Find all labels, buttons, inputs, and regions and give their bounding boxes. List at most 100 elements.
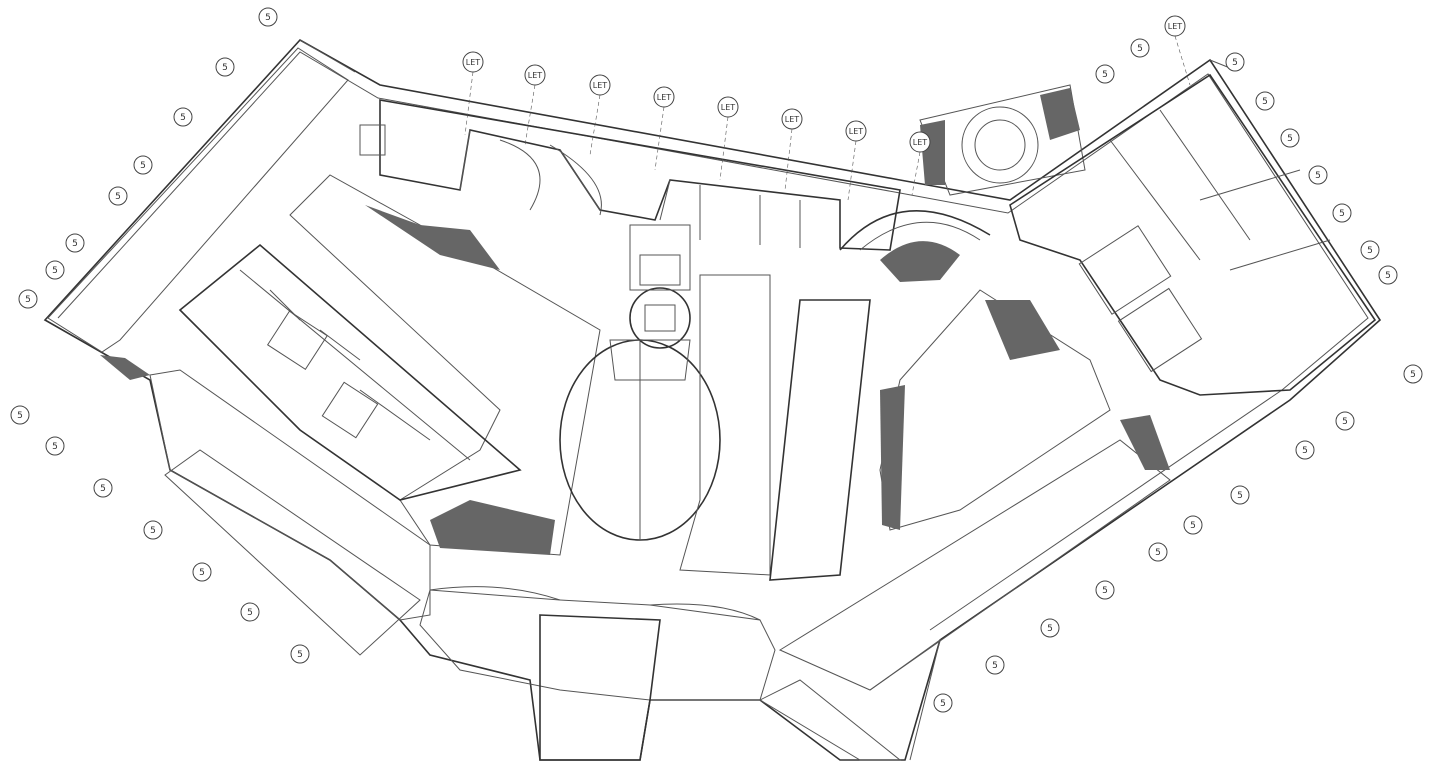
let-tag-label: LET <box>721 103 736 112</box>
level-marker: 5 <box>1095 580 1115 600</box>
level-marker: 5 <box>192 562 212 582</box>
northeast-entrance <box>839 210 991 282</box>
level-marker: 5 <box>1378 265 1398 285</box>
level-marker-label: 5 <box>265 13 271 23</box>
level-marker-label: 5 <box>17 411 23 421</box>
let-tag-label: LET <box>528 71 543 80</box>
south-entrance-plaza <box>419 586 902 761</box>
southeast-parking-strip <box>778 415 1171 761</box>
level-marker: 5 <box>290 644 310 664</box>
level-marker-label: 5 <box>100 484 106 494</box>
level-marker: 5 <box>1183 515 1203 535</box>
level-marker-label: 5 <box>992 661 998 671</box>
level-marker-label: 5 <box>247 608 253 618</box>
level-marker: 5 <box>133 155 153 175</box>
level-marker: 5 <box>258 7 278 27</box>
let-tag: LET <box>462 51 484 136</box>
east-parking-lot <box>879 289 1111 531</box>
let-tag-label: LET <box>849 127 864 136</box>
level-marker-label: 5 <box>25 295 31 305</box>
let-tag: LET <box>524 64 546 146</box>
level-marker: 5 <box>10 405 30 425</box>
let-tag: LET <box>653 86 675 171</box>
central-parking-block <box>289 174 601 556</box>
level-marker-label: 5 <box>1385 271 1391 281</box>
level-marker-label: 5 <box>1232 58 1238 68</box>
level-marker: 5 <box>1040 618 1060 638</box>
level-marker: 5 <box>173 107 193 127</box>
level-marker: 5 <box>1295 440 1315 460</box>
let-tags: LET LET LET LET LET LET <box>462 15 1191 201</box>
level-marker-label: 5 <box>1137 44 1143 54</box>
level-marker: 5 <box>1308 165 1328 185</box>
level-marker-label: 5 <box>1339 209 1345 219</box>
let-tag-label: LET <box>657 93 672 102</box>
level-marker: 5 <box>1095 64 1115 84</box>
level-marker-label: 5 <box>1047 624 1053 634</box>
level-marker: 5 <box>1148 542 1168 562</box>
west-parking-strip <box>47 47 349 380</box>
let-tag-label: LET <box>593 81 608 90</box>
level-marker-label: 5 <box>1342 417 1348 427</box>
level-marker-label: 5 <box>115 192 121 202</box>
level-marker: 5 <box>985 655 1005 675</box>
level-marker-label: 5 <box>150 526 156 536</box>
let-tag: LET <box>845 120 867 201</box>
east-central-stalls <box>679 274 871 581</box>
level-marker: 5 <box>45 260 65 280</box>
let-tag-label: LET <box>466 58 481 67</box>
level-marker: 5 <box>1360 240 1380 260</box>
level-marker: 5 <box>1225 52 1245 72</box>
level-marker-label: 5 <box>1287 134 1293 144</box>
level-marker-label: 5 <box>52 266 58 276</box>
level-marker: 5 <box>240 602 260 622</box>
let-tag: LET <box>589 74 611 156</box>
level-marker-label: 5 <box>1102 70 1108 80</box>
level-marker-label: 5 <box>180 113 186 123</box>
level-marker-label: 5 <box>140 161 146 171</box>
let-tag-label: LET <box>785 115 800 124</box>
let-tag: LET <box>717 96 739 181</box>
central-corridor <box>629 224 691 291</box>
level-marker-label: 5 <box>1302 446 1308 456</box>
circular-feature <box>919 84 1086 196</box>
level-marker: 5 <box>18 289 38 309</box>
level-marker: 5 <box>1403 364 1423 384</box>
level-marker-label: 5 <box>222 63 228 73</box>
let-tag-label: LET <box>1168 22 1183 31</box>
level-marker-label: 5 <box>52 442 58 452</box>
level-marker: 5 <box>215 57 235 77</box>
level-marker-label: 5 <box>1190 521 1196 531</box>
level-marker-label: 5 <box>1155 548 1161 558</box>
level-marker: 5 <box>65 233 85 253</box>
level-marker: 5 <box>45 436 65 456</box>
level-markers: 5 5 5 5 5 5 5 5 5 5 5 5 5 5 5 5 5 5 5 5 5 5 5 5 5 5 5 5 5 5 5 5 5 5 <box>10 7 1423 713</box>
level-marker: 5 <box>1280 128 1300 148</box>
let-tag: LET <box>909 131 931 196</box>
let-tag: LET <box>1164 15 1191 86</box>
level-marker-label: 5 <box>1237 491 1243 501</box>
level-marker: 5 <box>93 478 113 498</box>
let-tag: LET <box>781 108 803 191</box>
level-marker: 5 <box>933 693 953 713</box>
level-marker-label: 5 <box>199 568 205 578</box>
level-marker-label: 5 <box>1262 97 1268 107</box>
level-marker-label: 5 <box>297 650 303 660</box>
level-marker-label: 5 <box>940 699 946 709</box>
oval-atrium <box>559 287 721 541</box>
level-marker-label: 5 <box>1367 246 1373 256</box>
level-marker-label: 5 <box>1102 586 1108 596</box>
east-wing <box>1009 73 1377 396</box>
level-marker: 5 <box>143 520 163 540</box>
let-tag-label: LET <box>913 138 928 147</box>
west-building-block <box>178 243 522 501</box>
level-marker: 5 <box>1335 411 1355 431</box>
level-marker: 5 <box>108 186 128 206</box>
level-marker: 5 <box>1230 485 1250 505</box>
level-marker-label: 5 <box>1410 370 1416 380</box>
southwest-parking-strip <box>149 369 431 656</box>
north-retail-row <box>359 99 901 251</box>
level-marker: 5 <box>1255 91 1275 111</box>
level-marker: 5 <box>1332 203 1352 223</box>
